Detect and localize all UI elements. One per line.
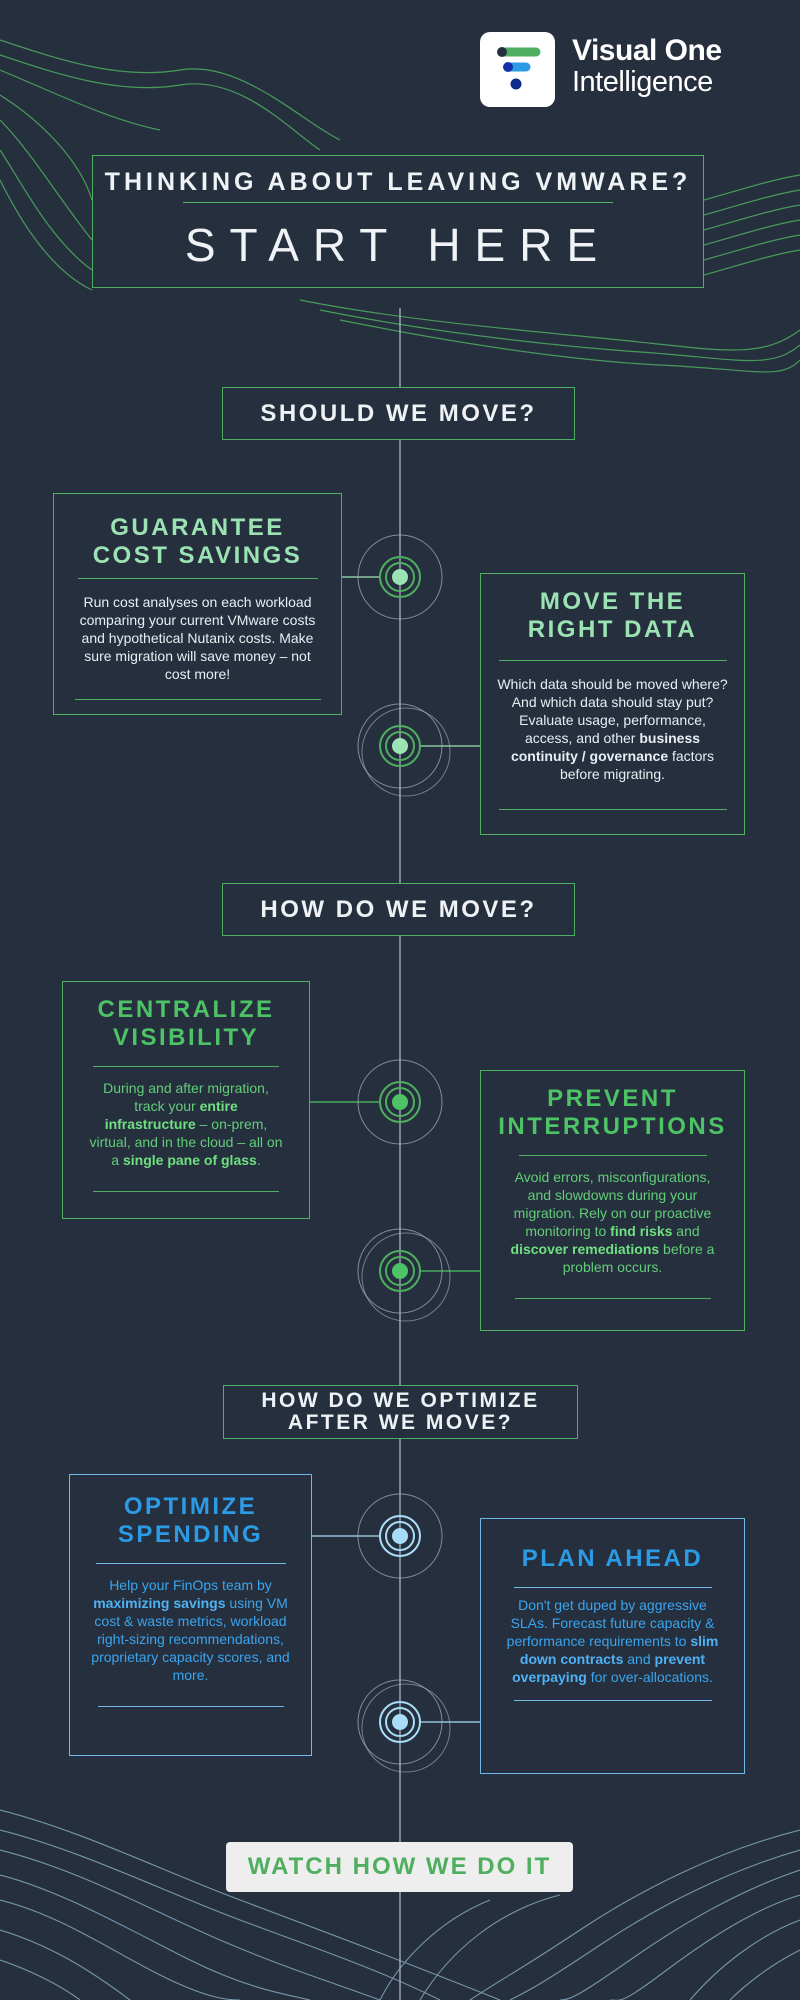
card-body: Avoid errors, misconfigurations, and slo… [510, 1169, 715, 1275]
header-divider [183, 202, 613, 203]
brand-name-line1: Visual One [572, 34, 722, 67]
brand-name-line2: Intelligence [572, 66, 713, 98]
section-title-how-do-we-optimize: HOW DO WE OPTIMIZE AFTER WE MOVE? [223, 1385, 578, 1439]
section-title-how-do-we-move: HOW DO WE MOVE? [222, 883, 575, 936]
section-title-line: AFTER WE MOVE? [287, 1411, 514, 1434]
bottom-waves [0, 1809, 800, 2000]
card-body: Don't get duped by aggressive SLAs. Fore… [506, 1597, 719, 1685]
card-divider [77, 578, 318, 579]
card-divider [518, 1155, 707, 1156]
card-move-the-right-data: MOVE THE RIGHT DATA Which data should be… [480, 573, 745, 835]
card-guarantee-cost-savings: GUARANTEE COST SAVINGS Run cost analyses… [53, 493, 342, 715]
card-body: Help your FinOps team by maximizing savi… [91, 1577, 290, 1683]
card-body: During and after migration, track your e… [89, 1080, 283, 1168]
card-divider [498, 660, 727, 661]
card-heading: MOVE THE RIGHT DATA [527, 588, 698, 643]
watch-how-we-do-it-button[interactable]: WATCH HOW WE DO IT [226, 1842, 573, 1892]
card-divider [498, 809, 727, 810]
card-heading: GUARANTEE COST SAVINGS [92, 514, 303, 569]
card-divider [513, 1587, 712, 1588]
card-divider [97, 1706, 284, 1707]
card-divider [93, 1066, 279, 1067]
card-divider [513, 1700, 712, 1701]
card-divider [93, 1191, 279, 1192]
section-title-should-we-move: SHOULD WE MOVE? [222, 387, 575, 440]
card-heading: PLAN AHEAD [521, 1545, 704, 1572]
top-left-waves [0, 39, 341, 291]
card-plan-ahead: PLAN AHEAD Don't get duped by aggressive… [480, 1518, 745, 1774]
logo-mark-icon [480, 32, 555, 107]
card-body: Which data should be moved where? And wh… [497, 676, 728, 782]
card-heading: CENTRALIZE VISIBILITY [97, 996, 275, 1051]
top-right-waves [299, 174, 800, 373]
card-heading: OPTIMIZE SPENDING [117, 1493, 264, 1548]
card-body: Run cost analyses on each workload compa… [79, 594, 316, 682]
header-start-here: START HERE [184, 219, 612, 271]
section-title-line: HOW DO WE OPTIMIZE [261, 1389, 540, 1412]
card-divider [74, 699, 321, 700]
card-centralize-visibility: CENTRALIZE VISIBILITY During and after m… [62, 981, 310, 1219]
header-banner: THINKING ABOUT LEAVING VMWARE? START HER… [92, 155, 704, 288]
card-prevent-interruptions: PREVENT INTERRUPTIONS Avoid errors, misc… [480, 1070, 745, 1331]
card-divider [95, 1563, 286, 1564]
card-heading: PREVENT INTERRUPTIONS [498, 1085, 727, 1140]
card-optimize-spending: OPTIMIZE SPENDING Help your FinOps team … [69, 1474, 312, 1756]
brand-wordmark: Visual One Intelligence [572, 36, 722, 97]
card-divider [514, 1298, 711, 1299]
header-question: THINKING ABOUT LEAVING VMWARE? [104, 168, 692, 196]
